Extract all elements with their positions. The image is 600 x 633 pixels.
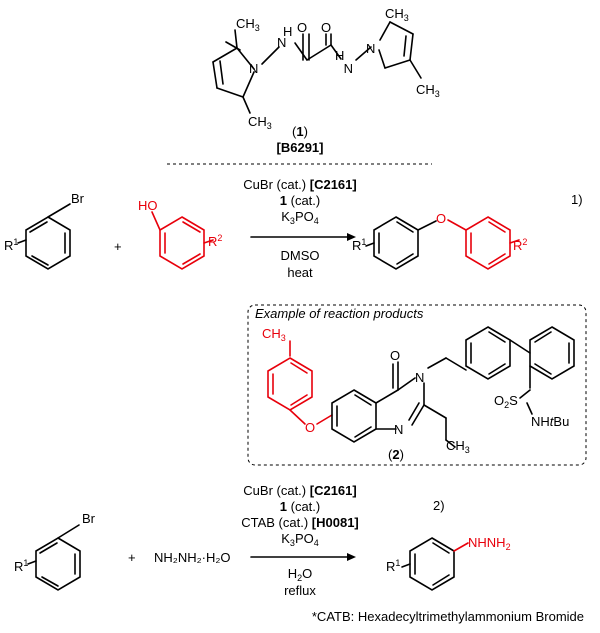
- r1-solvent: DMSO: [281, 248, 320, 263]
- r1-r1-label: R1: [4, 237, 18, 253]
- r2-condition: reflux: [284, 583, 316, 598]
- r2-arrowhead: [347, 553, 356, 561]
- example-n3: N: [415, 370, 424, 385]
- r2-reagent-cubr: CuBr (cat.) [C2161]: [243, 483, 356, 498]
- r2-base: K3PO4: [281, 531, 319, 548]
- r1-r2-label: R2: [208, 233, 222, 249]
- r2-solvent: H2O: [288, 566, 313, 583]
- r1-base: K3PO4: [281, 209, 319, 226]
- ligand-nh-2: NH: [335, 48, 353, 76]
- r1-product-r1: R1: [352, 237, 366, 253]
- ligand-n-2: N: [366, 41, 375, 56]
- example-nhtbu: NHtBu: [531, 414, 569, 429]
- ligand-o-2: O: [321, 20, 331, 35]
- ligand-n-1: N: [249, 61, 258, 76]
- r1-reagent-cubr: CuBr (cat.) [C2161]: [243, 177, 356, 192]
- r2-r1-label: R1: [14, 558, 28, 574]
- ligand-ch3-2: CH3: [385, 6, 409, 23]
- r1-phenol: [151, 211, 214, 270]
- r1-condition: heat: [287, 265, 313, 280]
- r1-reagent-ligand: 1 (cat.): [280, 193, 320, 208]
- example-compound-2-structure: [267, 326, 575, 448]
- ligand-1-structure: [212, 21, 422, 114]
- r1-plus: +: [114, 239, 122, 254]
- ligand-label: (1): [292, 124, 308, 139]
- example-so2: O2S: [494, 393, 518, 410]
- example-o-carbonyl: O: [390, 348, 400, 363]
- example-o-ether: O: [305, 420, 315, 435]
- ligand-ch3-1: CH3: [236, 16, 260, 33]
- footnote: *CATB: Hexadecyltrimethylammonium Bromid…: [312, 609, 584, 624]
- example-propyl-ch3: CH3: [446, 438, 470, 455]
- r1-product-r2: R2: [513, 237, 527, 253]
- example-ch3: CH3: [262, 326, 286, 343]
- r1-aryl-bromide: [17, 203, 71, 270]
- r1-br: Br: [71, 191, 85, 206]
- r2-plus: +: [128, 550, 136, 565]
- example-title: Example of reaction products: [255, 306, 424, 321]
- r1-product-o: O: [436, 211, 446, 226]
- ligand-code: [B6291]: [277, 140, 324, 155]
- r2-hydrazine: NH₂NH₂·H₂O: [154, 550, 231, 565]
- r1-ho: HO: [138, 198, 158, 213]
- r1-diaryl-ether: [365, 216, 520, 270]
- ligand-ch3-3: CH3: [248, 114, 272, 131]
- example-n1: N: [394, 422, 403, 437]
- example-compound-label: (2): [388, 447, 404, 462]
- r1-number: 1): [571, 192, 583, 207]
- r2-aryl-bromide: [27, 524, 81, 591]
- r2-product-r1: R1: [386, 558, 400, 574]
- ligand-ch3-4: CH3: [416, 82, 440, 99]
- example-s-bond: [519, 389, 531, 399]
- r2-aryl-hydrazine: [401, 537, 469, 591]
- r2-number: 2): [433, 498, 445, 513]
- example-box: [247, 304, 587, 466]
- r2-br: Br: [82, 511, 96, 526]
- r2-reagent-ligand: 1 (cat.): [280, 499, 320, 514]
- r1-arrowhead: [347, 233, 356, 241]
- ligand-nh-1: N: [277, 35, 286, 50]
- example-sn-bond: [526, 402, 533, 415]
- r2-reagent-ctab: CTAB (cat.) [H0081]: [241, 515, 359, 530]
- ligand-h-1: H: [283, 24, 292, 39]
- ligand-o-1: O: [297, 20, 307, 35]
- r2-product-nhnh2: NHNH2: [468, 535, 511, 552]
